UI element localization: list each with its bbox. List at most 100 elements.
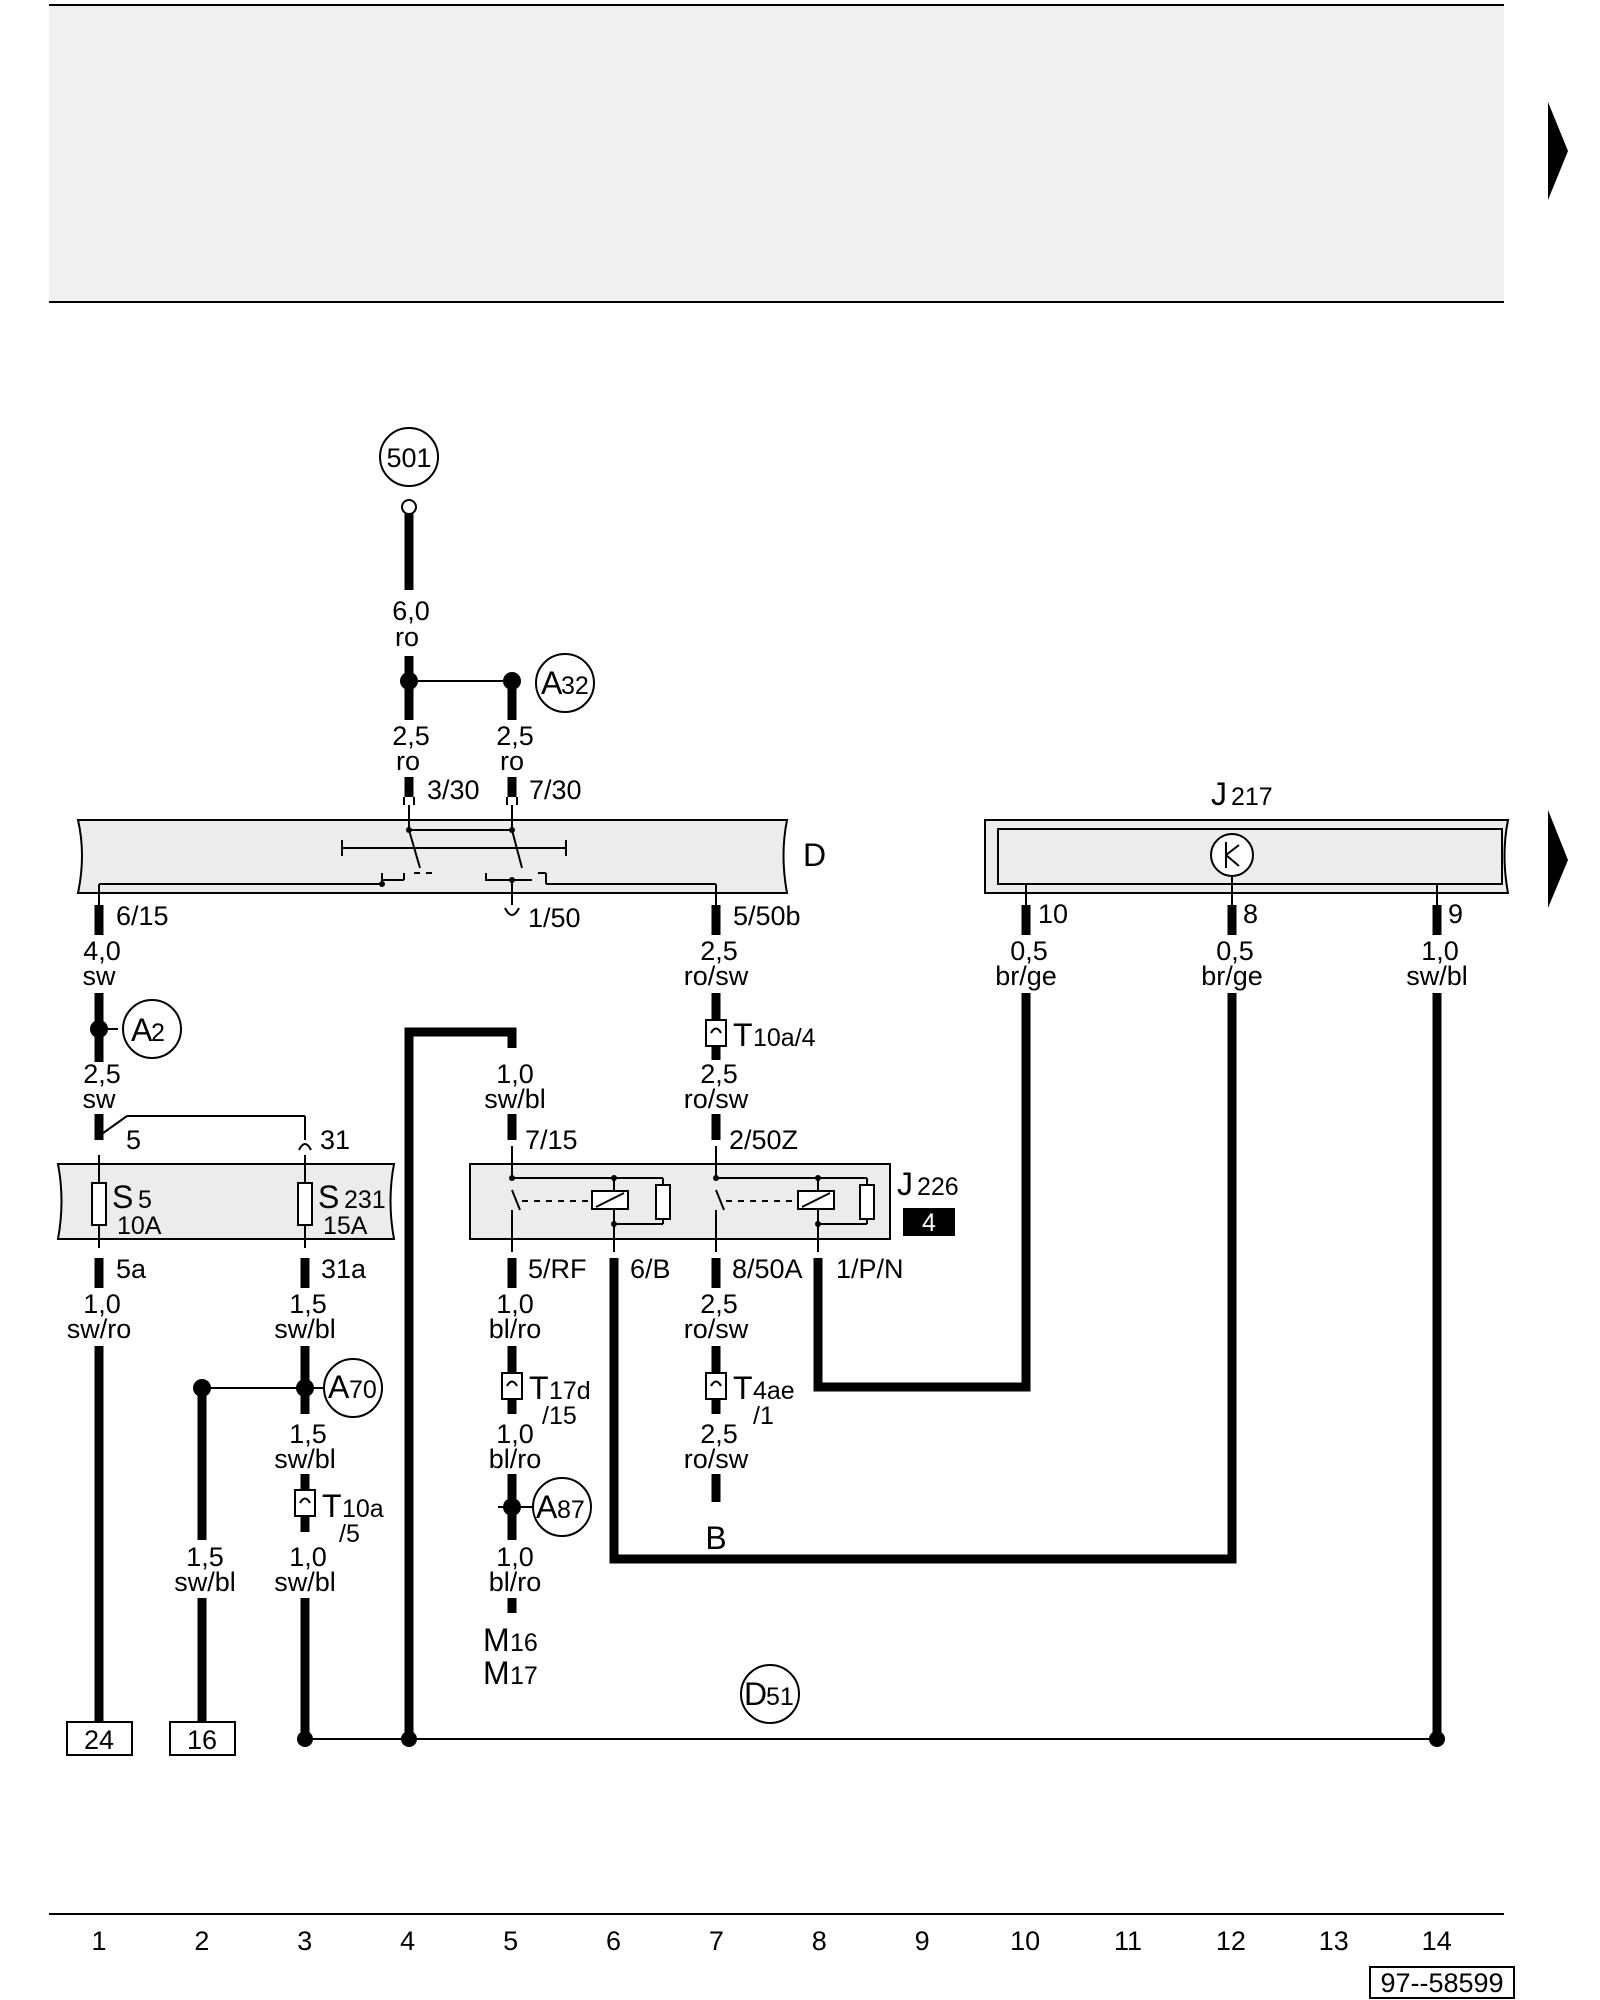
page-continuation-arrow [1548,102,1568,200]
svg-text:S: S [112,1179,133,1215]
svg-text:ro: ro [500,746,524,776]
fuse-s231 [297,1182,313,1226]
column-number: 12 [1216,1926,1246,1956]
svg-text:sw/bl: sw/bl [274,1567,336,1597]
pin-label: 3/30 [427,775,480,805]
figure-id-box: 97--58599 [1369,1966,1515,1999]
ground-point-a32: A 32 [535,653,595,713]
svg-text:7/15: 7/15 [525,1125,578,1155]
svg-text:1,0: 1,0 [1421,936,1459,966]
svg-text:ro/sw: ro/sw [684,961,749,991]
svg-text:sw/bl: sw/bl [274,1314,336,1344]
svg-text:31: 31 [320,1125,350,1155]
column-number: 13 [1319,1926,1349,1956]
connector-t4ae-1: T 4ae /1 [705,1370,795,1430]
terminal-b-label: B [705,1520,726,1556]
svg-text:1,5: 1,5 [289,1289,327,1319]
header-panel [49,5,1504,302]
svg-text:A: A [328,1369,350,1405]
svg-text:51: 51 [766,1683,794,1711]
fuse-s5 [91,1182,107,1226]
svg-text:/1: /1 [753,1402,774,1430]
terminal-open [401,499,417,515]
svg-text:1,0: 1,0 [289,1542,327,1572]
svg-text:1,0: 1,0 [496,1419,534,1449]
svg-text:bl/ro: bl/ro [489,1444,542,1474]
ignition-switch-d: D [76,805,826,905]
svg-text:T: T [322,1488,342,1524]
column-number: 4 [400,1926,415,1956]
svg-text:217: 217 [1231,783,1273,811]
column-number: 6 [606,1926,621,1956]
svg-text:M: M [483,1655,510,1691]
reference-label: 501 [386,443,431,473]
svg-text:/5: /5 [339,1520,360,1548]
ground-point-a70: A 70 [323,1358,383,1418]
svg-text:10A: 10A [117,1212,162,1240]
svg-text:br/ge: br/ge [1201,961,1263,991]
svg-text:ro: ro [396,746,420,776]
svg-text:32: 32 [561,672,589,700]
svg-text:8/50A: 8/50A [732,1254,803,1284]
svg-text:bl/ro: bl/ro [489,1314,542,1344]
page-badge [903,1208,955,1236]
connector-t10a-4: T 10a/4 [705,1017,816,1053]
control-unit-j217: J 217 [984,776,1510,905]
svg-text:A: A [541,665,563,701]
svg-text:1/50: 1/50 [528,903,581,933]
ground-point-d51: D 51 [740,1664,800,1724]
connector-t10a-5: T 10a /5 [294,1488,384,1548]
pin-label: 7/30 [529,775,582,805]
svg-text:5: 5 [138,1186,152,1214]
column-number: 7 [709,1926,724,1956]
svg-text:0,5: 0,5 [1216,936,1254,966]
component-label: D [803,837,826,873]
svg-text:sw/bl: sw/bl [274,1444,336,1474]
svg-text:J: J [1211,776,1227,812]
column-number: 9 [915,1926,930,1956]
svg-text:sw/bl: sw/bl [1406,961,1468,991]
svg-text:2,5: 2,5 [700,1059,738,1089]
svg-text:sw: sw [83,1084,117,1114]
motor-labels: M 16 M 17 [483,1622,538,1691]
svg-text:6/15: 6/15 [116,901,169,931]
svg-text:2: 2 [151,1019,165,1047]
svg-text:4ae: 4ae [753,1377,795,1405]
ground-point-a87: A 87 [532,1477,592,1537]
svg-text:1,5: 1,5 [289,1419,327,1449]
connector-t17d-15: T 17d /15 [501,1370,591,1430]
column-number: 8 [812,1926,827,1956]
svg-text:4: 4 [922,1209,936,1237]
svg-text:10: 10 [1038,899,1068,929]
svg-text:1,0: 1,0 [496,1289,534,1319]
svg-text:87: 87 [557,1496,585,1524]
svg-text:17: 17 [510,1662,538,1690]
column-number: 3 [297,1926,312,1956]
svg-text:ro/sw: ro/sw [684,1084,749,1114]
svg-text:1,0: 1,0 [83,1289,121,1319]
svg-text:/15: /15 [542,1402,577,1430]
svg-text:2,5: 2,5 [83,1059,121,1089]
svg-text:9: 9 [1448,899,1463,929]
svg-text:sw/ro: sw/ro [67,1314,132,1344]
svg-text:S: S [318,1179,339,1215]
svg-text:31a: 31a [321,1254,367,1284]
svg-text:1,0: 1,0 [496,1542,534,1572]
svg-text:1,0: 1,0 [496,1059,534,1089]
svg-text:2,5: 2,5 [496,721,534,751]
svg-text:2,5: 2,5 [392,721,430,751]
svg-text:16: 16 [510,1629,538,1657]
svg-text:5a: 5a [116,1254,147,1284]
svg-text:0,5: 0,5 [1010,936,1048,966]
svg-text:2,5: 2,5 [700,1289,738,1319]
column-number: 11 [1114,1926,1142,1956]
svg-text:2,5: 2,5 [700,1419,738,1449]
svg-text:24: 24 [84,1725,114,1755]
svg-text:231: 231 [344,1186,386,1214]
page-continuation-arrow [1548,810,1568,908]
svg-text:226: 226 [917,1173,959,1201]
column-number: 1 [91,1926,106,1956]
warning-lamp-icon [1210,833,1254,877]
